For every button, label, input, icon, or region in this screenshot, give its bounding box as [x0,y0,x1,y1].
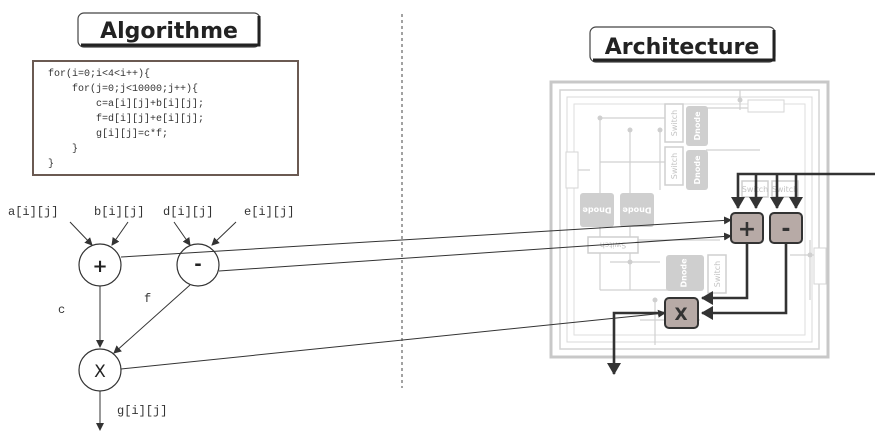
switch-block: Switch [771,180,799,198]
sub-node: - [176,243,220,287]
switch-block: Switch [664,103,684,143]
dnode-label: Dnode [693,155,702,185]
code-line: c=a[i][j]+b[i][j]; [48,98,204,110]
output-g-label: g[i][j] [117,404,167,418]
add-node: + [78,243,122,287]
add-node-label: + [92,256,107,277]
dnode-block: Dnode [666,255,704,291]
switch-label: Switch [670,153,679,179]
algorithme-title-box: Algorithme [77,12,261,48]
dnode-label: Dnode [622,206,652,215]
code-line: g[i][j]=c*f; [48,128,168,140]
arch-sub-op-label: - [781,217,790,242]
switch-label: Switch [670,110,679,136]
arch-add-op-label: + [738,217,756,242]
dnode-block: Dnode [686,106,708,146]
arch-mul-op-label: X [674,305,687,325]
dnode-block: Dnode [580,193,614,227]
side-switch [747,99,785,113]
code-line: f=d[i][j]+e[i][j]; [48,113,204,125]
switch-label: Switch [713,261,722,287]
arch-add-op: + [730,212,764,244]
arch-mul-op: X [664,297,699,329]
edge-e-sub [211,221,237,246]
code-line: } [48,158,54,170]
switch-label: Switch [600,241,626,250]
dnode-label: Dnode [693,111,702,141]
dnode-block: Dnode [686,150,708,190]
mul-node: X [78,348,122,392]
dnode-label: Dnode [582,206,612,215]
map-mul [120,309,666,370]
side-switch [565,151,579,189]
algorithme-title: Algorithme [100,19,238,44]
edge-f-label: f [144,292,151,306]
arch-sub-op: - [769,212,803,244]
input-e-label: e[i][j] [244,205,294,219]
mul-node-label: X [94,362,106,382]
sub-node-label: - [194,254,201,275]
input-b-label: b[i][j] [94,205,144,219]
edge-b-add [111,221,129,246]
svg-text:for(i=0;i<4<i++){ fo: for(i=0;i<4<i++){ for(j=0;j<10000;j++){ … [48,68,210,170]
switch-block: Switch [707,254,727,294]
code-line: for(j=0;j<10000;j++){ [48,83,198,95]
switch-block: Switch [587,236,639,254]
map-add [120,216,732,258]
architecture-fabric: Switch Switch Switch Switch Switch Switc… [549,80,830,359]
code-box: for(i=0;i<4<i++){ for(j=0;j<10000;j++){ … [32,60,299,176]
arch-routing [607,172,875,375]
dnode-block: Dnode [620,193,654,227]
edge-c-label: c [58,303,65,317]
dnode-label: Dnode [680,258,689,288]
switch-label: Switch [772,185,798,194]
edge-d-sub [173,221,191,246]
code-line: } [48,143,78,155]
architecture-title-box: Architecture [589,26,776,63]
code-line: for(i=0;i<4<i++){ [48,68,150,80]
input-a-label: a[i][j] [8,205,58,219]
input-d-label: d[i][j] [163,205,213,219]
architecture-title: Architecture [605,35,760,60]
switch-block: Switch [664,146,684,186]
edge-a-add [69,221,93,246]
side-switch [813,247,827,285]
edge-f [113,284,191,354]
map-sub [218,232,732,272]
